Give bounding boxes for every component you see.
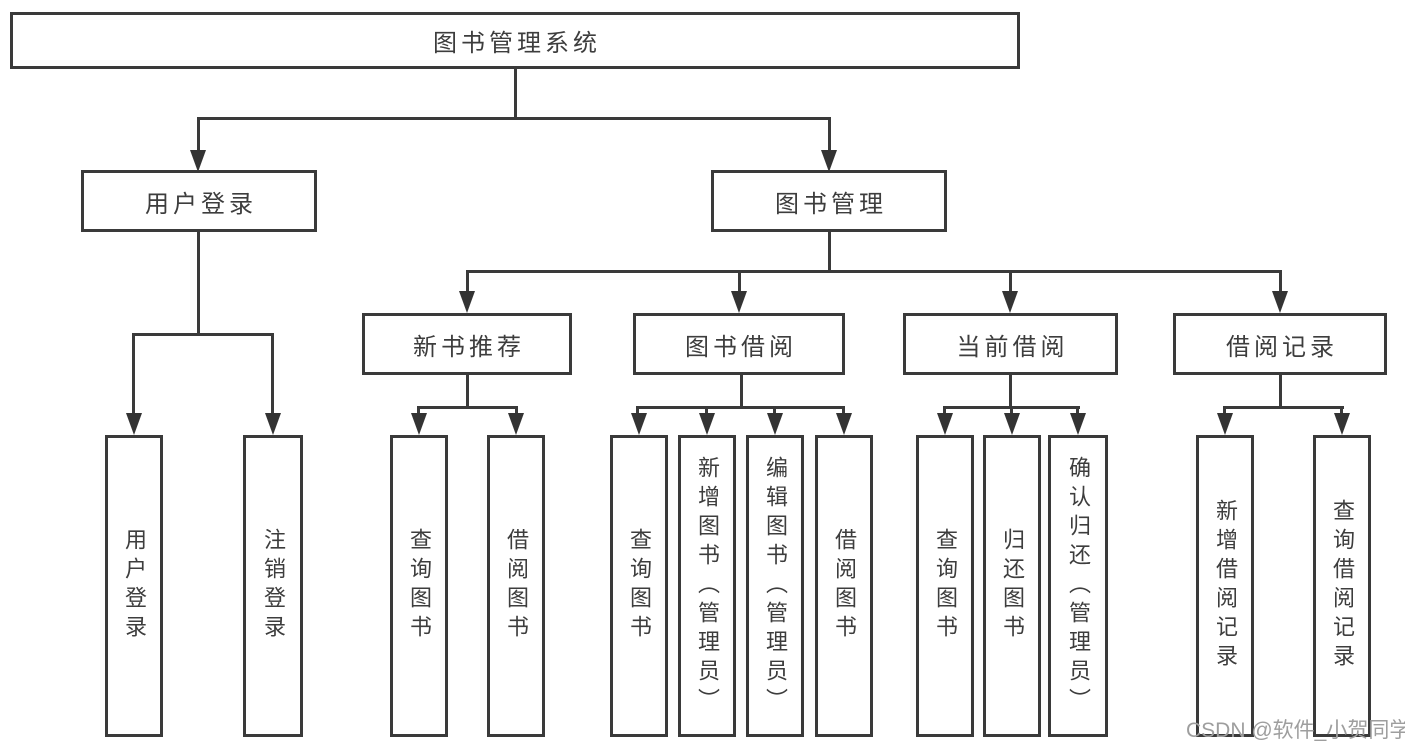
leaf-logout: 注销登录: [243, 435, 303, 737]
node-book-borrow-label: 图书借阅: [685, 333, 797, 361]
node-new-book-rec-label: 新书推荐: [413, 333, 525, 361]
leaf-cur-query-book: 查询图书: [916, 435, 974, 737]
connector-book-mgmt-down: [828, 232, 831, 273]
connector-current-down: [1009, 375, 1012, 409]
down-arrow-icon: [767, 413, 783, 435]
down-arrow-icon: [1217, 413, 1233, 435]
node-book-borrow: 图书借阅: [633, 313, 845, 375]
connector-leaf-stem: [705, 406, 708, 415]
down-arrow-icon: [190, 150, 206, 172]
connector-root-stem: [514, 69, 517, 119]
connector-level3-stem: [1009, 270, 1012, 293]
connector-borrow-down: [740, 375, 743, 409]
leaf-bor-borrow-book-label: 借阅图书: [832, 528, 857, 644]
leaf-cur-confirm-return-label: 确认归还（管理员）: [1066, 455, 1091, 717]
down-arrow-icon: [1004, 413, 1020, 435]
connector-leaf-stem: [417, 406, 420, 415]
connector-leaf-stem: [842, 406, 845, 415]
connector-new-rec-down: [466, 375, 469, 409]
down-arrow-icon: [459, 291, 475, 313]
node-root: 图书管理系统: [10, 12, 1020, 69]
connector-level3-stem: [466, 270, 469, 293]
connector-user-login-hbar: [132, 333, 274, 336]
connector-borrow-hbar: [636, 406, 845, 409]
node-current-borrow: 当前借阅: [903, 313, 1118, 375]
leaf-bor-query-book-label: 查询图书: [627, 528, 652, 644]
down-arrow-icon: [821, 150, 837, 172]
leaf-user-login: 用户登录: [105, 435, 163, 737]
leaf-hist-add-record-label: 新增借阅记录: [1213, 499, 1238, 673]
leaf-rec-borrow-book-label: 借阅图书: [504, 528, 529, 644]
node-user-login-label: 用户登录: [145, 190, 257, 218]
connector-leaf-stem: [773, 406, 776, 415]
connector-root-hbar: [197, 117, 831, 120]
leaf-hist-add-record: 新增借阅记录: [1196, 435, 1254, 737]
down-arrow-icon: [265, 413, 281, 435]
leaf-cur-confirm-return: 确认归还（管理员）: [1048, 435, 1108, 737]
leaf-bor-query-book: 查询图书: [610, 435, 668, 737]
connector-book-mgmt-hbar: [466, 270, 1281, 273]
leaf-rec-query-book-label: 查询图书: [407, 528, 432, 644]
csdn-watermark: CSDN @软件_小贺同学: [1186, 719, 1405, 742]
down-arrow-icon: [699, 413, 715, 435]
connector-level3-stem: [738, 270, 741, 293]
connector-leaf-stem: [1076, 406, 1079, 415]
down-arrow-icon: [1272, 291, 1288, 313]
down-arrow-icon: [1002, 291, 1018, 313]
connector-records-down: [1279, 375, 1282, 409]
down-arrow-icon: [1334, 413, 1350, 435]
node-book-mgmt: 图书管理: [711, 170, 947, 232]
connector-leaf-stem: [636, 406, 639, 415]
connector-leaf-stem: [943, 406, 946, 415]
leaf-cur-return-book-label: 归还图书: [1000, 528, 1025, 644]
node-book-mgmt-label: 图书管理: [775, 190, 887, 218]
connector-leaf-stem: [1010, 406, 1013, 415]
leaf-bor-add-book: 新增图书（管理员）: [678, 435, 736, 737]
connector-leaf-stem: [271, 333, 274, 413]
leaf-user-login-label: 用户登录: [122, 528, 147, 644]
down-arrow-icon: [126, 413, 142, 435]
connector-records-hbar: [1223, 406, 1344, 409]
down-arrow-icon: [731, 291, 747, 313]
down-arrow-icon: [508, 413, 524, 435]
leaf-bor-borrow-book: 借阅图书: [815, 435, 873, 737]
down-arrow-icon: [836, 413, 852, 435]
leaf-hist-query-record-label: 查询借阅记录: [1330, 499, 1355, 673]
connector-new-rec-hbar: [417, 406, 518, 409]
leaf-cur-return-book: 归还图书: [983, 435, 1041, 737]
node-root-label: 图书管理系统: [433, 30, 601, 57]
leaf-cur-query-book-label: 查询图书: [933, 528, 958, 644]
down-arrow-icon: [411, 413, 427, 435]
leaf-hist-query-record: 查询借阅记录: [1313, 435, 1371, 737]
leaf-bor-edit-book: 编辑图书（管理员）: [746, 435, 804, 737]
connector-leaf-stem: [1340, 406, 1343, 415]
leaf-bor-edit-book-label: 编辑图书（管理员）: [763, 455, 788, 717]
leaf-rec-borrow-book: 借阅图书: [487, 435, 545, 737]
connector-leaf-stem: [132, 333, 135, 413]
connector-book-mgmt-stem: [828, 117, 831, 151]
node-borrow-records: 借阅记录: [1173, 313, 1387, 375]
node-current-borrow-label: 当前借阅: [956, 333, 1069, 361]
node-new-book-rec: 新书推荐: [362, 313, 572, 375]
connector-leaf-stem: [1223, 406, 1226, 415]
connector-level3-stem: [1279, 270, 1282, 293]
connector-user-login-down: [197, 232, 200, 336]
down-arrow-icon: [1070, 413, 1086, 435]
connector-user-login-stem: [197, 117, 200, 151]
down-arrow-icon: [937, 413, 953, 435]
node-borrow-records-label: 借阅记录: [1226, 333, 1338, 361]
down-arrow-icon: [631, 413, 647, 435]
leaf-bor-add-book-label: 新增图书（管理员）: [695, 455, 720, 717]
node-user-login: 用户登录: [81, 170, 317, 232]
connector-leaf-stem: [515, 406, 518, 415]
leaf-logout-label: 注销登录: [261, 528, 286, 644]
leaf-rec-query-book: 查询图书: [390, 435, 448, 737]
